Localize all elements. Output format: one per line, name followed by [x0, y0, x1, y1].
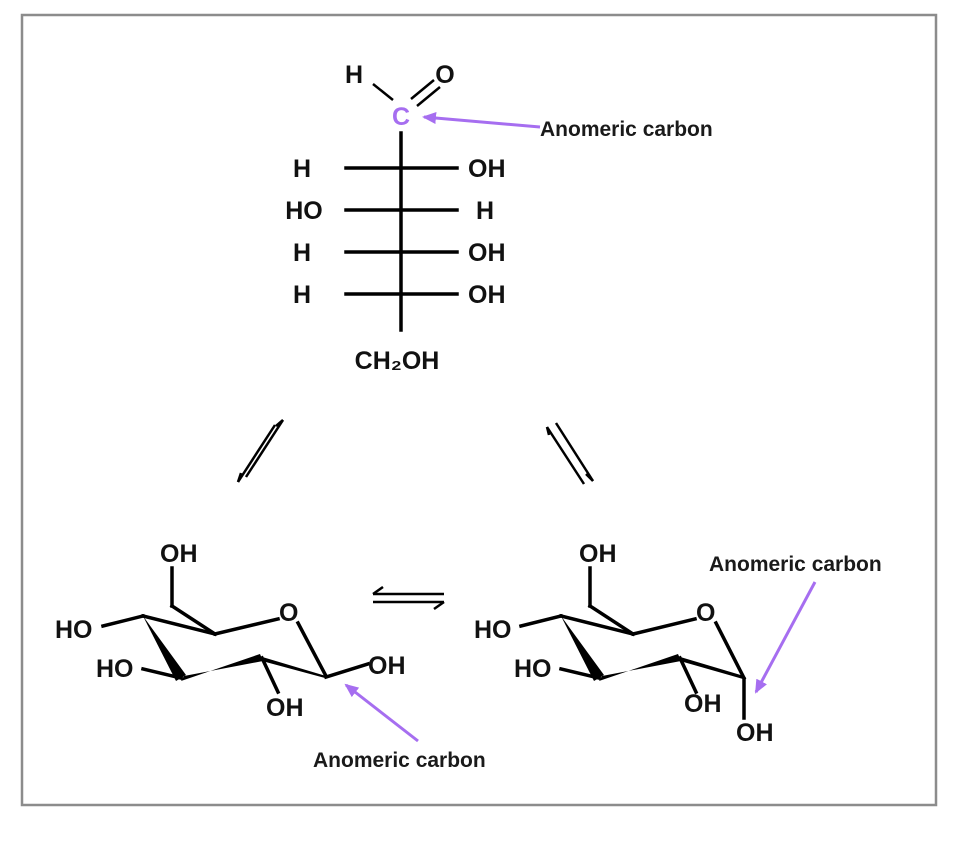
- c-o-double-bond-b: [416, 86, 441, 107]
- diagram-frame: [20, 13, 938, 807]
- c1-oh-label: OH: [368, 652, 406, 680]
- row-2-right: H: [476, 197, 494, 225]
- equilibrium-arrow-middle: [372, 585, 445, 611]
- c5-o-bond: [630, 616, 698, 637]
- c4-ho-label: HO: [474, 616, 512, 644]
- aldehyde-h-label: H: [345, 61, 363, 89]
- c4-c5-bond: [140, 613, 218, 637]
- c3-c4-wedge: [561, 616, 604, 681]
- c3-ho-bond: [558, 666, 602, 681]
- ch2oh-label: CH₂OH: [355, 347, 440, 375]
- anomeric-label-left: Anomeric carbon: [313, 749, 486, 772]
- c5-c6-bond: [169, 603, 218, 637]
- o-c1-bond: [713, 620, 747, 681]
- c2-oh-label: OH: [266, 694, 304, 722]
- c6-oh-label: OH: [160, 540, 198, 568]
- c3-ho-label: HO: [514, 655, 552, 683]
- c4-ho-label: HO: [55, 616, 93, 644]
- row-2-left: HO: [285, 197, 323, 225]
- anomeric-label-right: Anomeric carbon: [709, 553, 882, 576]
- c1-c2-wedge: [259, 656, 326, 678]
- anomeric-label-top: Anomeric carbon: [540, 118, 713, 141]
- row-3-left: H: [293, 239, 311, 267]
- equilibrium-arrow-right: [545, 422, 595, 485]
- equilibrium-arrow-left: [236, 419, 285, 483]
- ring-alpha-glucopyranose: OH O HO HO OH OH Anomeric carbon: [55, 540, 486, 772]
- open-chain-glucose: H O C H HO H H OH H OH OH CH₂OH Anomeric…: [285, 61, 712, 375]
- anomeric-arrow-top: [422, 112, 541, 129]
- c-o-double-bond-a: [410, 79, 435, 100]
- c6-oh-label: OH: [579, 540, 617, 568]
- row-1-left: H: [293, 155, 311, 183]
- aldehyde-o-label: O: [435, 61, 454, 89]
- c2-oh-bond: [677, 655, 699, 695]
- c2-oh-label: OH: [684, 690, 722, 718]
- ring-beta-glucopyranose: OH O HO HO OH OH Anomeric carbon: [474, 540, 882, 747]
- anomeric-arrow-right: [754, 581, 817, 694]
- c2-oh-bond: [259, 655, 281, 695]
- c4-c5-bond: [558, 613, 636, 637]
- c1-oh-bond: [323, 661, 371, 680]
- row-1-right: OH: [468, 155, 506, 183]
- ring-o-label: O: [696, 599, 715, 627]
- c3-c4-wedge: [143, 616, 186, 681]
- c4-ho-bond: [518, 613, 564, 629]
- c1-c2-wedge: [677, 656, 744, 679]
- c2-c3-wedge: [181, 654, 263, 681]
- c5-o-bond: [212, 616, 281, 637]
- ring-o-label: O: [279, 599, 298, 627]
- carbonyl-carbon-label: C: [392, 103, 410, 131]
- o-c1-bond: [295, 620, 329, 679]
- anomeric-arrow-left: [344, 683, 419, 743]
- row-4-left: H: [293, 281, 311, 309]
- c5-c6-bond: [587, 603, 636, 637]
- row-4-right: OH: [468, 281, 506, 309]
- c-h-bond: [372, 83, 394, 101]
- c3-ho-bond: [140, 666, 184, 681]
- c1-oh-label: OH: [736, 719, 774, 747]
- row-3-right: OH: [468, 239, 506, 267]
- c3-ho-label: HO: [96, 655, 134, 683]
- c2-c3-wedge: [599, 654, 681, 681]
- c4-ho-bond: [100, 613, 146, 629]
